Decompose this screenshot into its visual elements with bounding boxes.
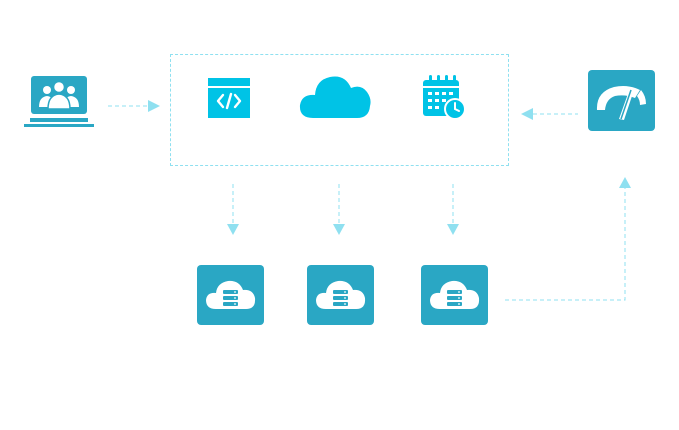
arrowhead-left <box>521 108 533 120</box>
code-window-icon <box>208 78 250 118</box>
cloud-icon <box>299 76 371 118</box>
cloud-server-node-1 <box>197 265 264 325</box>
users-laptop-icon <box>24 76 94 127</box>
arrowhead-down-3 <box>447 224 459 235</box>
arrowhead-right <box>148 100 160 112</box>
cloud-node <box>299 72 371 118</box>
cloud-server-icon <box>430 280 480 309</box>
code-editor-node <box>208 78 250 118</box>
edge-server-3-to-gauge <box>505 188 626 301</box>
arrowhead-down-2 <box>333 224 345 235</box>
cloud-server-icon <box>316 280 366 309</box>
calendar-clock-icon <box>423 75 466 120</box>
schedule-node <box>421 75 467 121</box>
platform-group-box <box>170 54 509 166</box>
arrowhead-up <box>619 177 631 188</box>
arrowhead-down-1 <box>227 224 239 235</box>
speedometer-icon <box>596 86 646 120</box>
users-laptop-node <box>24 74 94 130</box>
cloud-server-icon <box>206 280 256 309</box>
cloud-server-node-3 <box>421 265 488 325</box>
cloud-server-node-2 <box>307 265 374 325</box>
gauge-node <box>588 70 655 131</box>
